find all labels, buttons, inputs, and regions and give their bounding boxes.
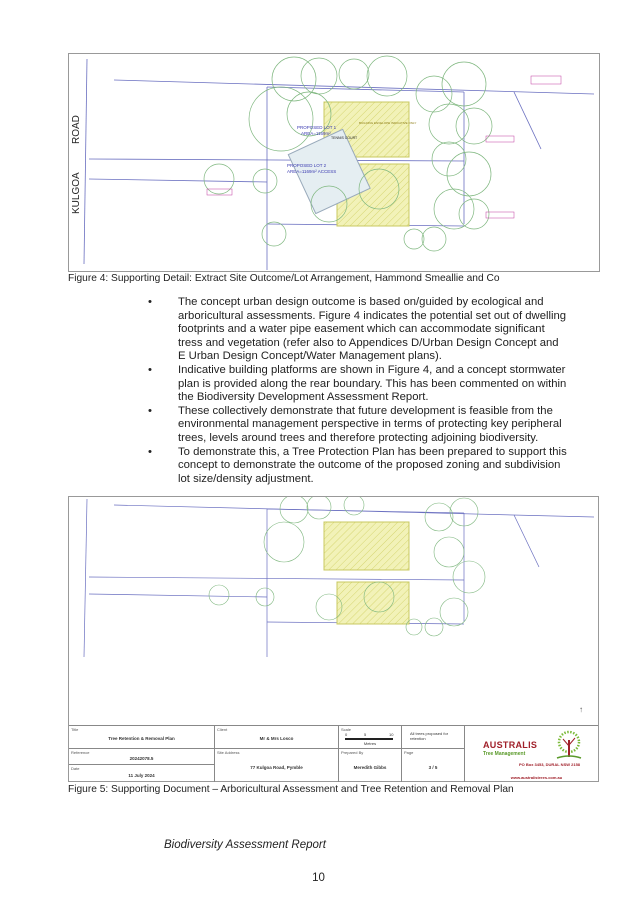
logo-web: www.australistrees.com.au [510, 775, 563, 780]
tree-logo-icon [556, 730, 582, 759]
scale-bar [345, 738, 393, 740]
title-block: Title Tree Retention & Removal Plan Refe… [69, 725, 598, 782]
site-label: Site Address [217, 750, 240, 755]
bullet-item: The concept urban design outcome is base… [148, 296, 568, 364]
report-title-footer: Biodiversity Assessment Report [164, 839, 326, 851]
page-cell: Page 3 / 5 [401, 749, 464, 782]
figure-5-caption: Figure 5: Supporting Document – Arboricu… [68, 784, 514, 795]
lot1-area: AREA=1169m² [301, 131, 331, 136]
reference-value: 20242078.5 [129, 755, 154, 761]
prepared-cell: Prepared By Meredith Gibbs [338, 749, 401, 782]
client-label: Client [217, 727, 228, 732]
lot2-area: AREA=1169m² ACCESS [287, 169, 336, 174]
reference-label: Reference [71, 750, 90, 755]
lot2-label: PROPOSED LOT 2 [287, 163, 327, 168]
note-cell: All trees proposed for retention [401, 726, 464, 749]
scale-unit: Metres [363, 741, 377, 746]
retention-note: All trees proposed for retention [410, 731, 449, 741]
site-value: 77 Kulgoa Road, Pymble [250, 764, 303, 770]
bullet-list: The concept urban design outcome is base… [148, 296, 568, 486]
bullet-item: To demonstrate this, a Tree Protection P… [148, 446, 568, 487]
scale-cell: Scale 0 5 10 Metres [338, 726, 401, 749]
road-label: ROAD [71, 115, 82, 144]
tree-plan-drawing: ↑ [83, 497, 595, 714]
page-number: 10 [312, 872, 325, 884]
title-cell: Title Tree Retention & Removal Plan [69, 726, 214, 749]
australis-logo-text: AUSTRALIS [483, 740, 538, 750]
bullet-item: These collectively demonstrate that futu… [148, 405, 568, 446]
date-label: Date [71, 766, 80, 771]
page-label: Page [404, 750, 414, 755]
svg-text:↑: ↑ [579, 705, 583, 714]
date-cell: Date 11 July 2024 [69, 765, 214, 782]
logo-address: PO Box 3453, DURAL NSW 2158 [518, 762, 581, 767]
client-value: Mr & Mrs Losco [259, 736, 294, 741]
scale-tick: 5 [364, 732, 367, 737]
site-plan-drawing: ROAD KULGOA PROPOSED LOT 1 AREA=1169m² P… [71, 55, 595, 270]
scale-tick: 10 [389, 732, 394, 737]
client-cell: Client Mr & Mrs Losco [214, 726, 338, 749]
figure-4-caption: Figure 4: Supporting Detail: Extract Sit… [68, 273, 500, 284]
title-value: Tree Retention & Removal Plan [108, 736, 175, 741]
tree-canopies [203, 55, 493, 252]
title-label: Title [71, 727, 79, 732]
bullet-item: Indicative building platforms are shown … [148, 364, 568, 405]
prepared-label: Prepared By [341, 750, 364, 755]
tennis-court-label: TENNIS COURT [331, 136, 358, 140]
envelope-label: BUILDING ENVELOPE INDICATIVE ONLY [359, 121, 416, 125]
figure-5-tree-plan: ↑ Title Tree Retention & Removal Plan Re… [68, 496, 599, 782]
annotations [206, 75, 562, 219]
site-cell: Site Address 77 Kulgoa Road, Pymble [214, 749, 338, 782]
prepared-value: Meredith Gibbs [353, 764, 387, 770]
kulgoa-label: KULGOA [71, 172, 82, 214]
logo-cell: AUSTRALIS Tree Management PO Box 3453, D… [464, 726, 598, 782]
reference-cell: Reference 20242078.5 [69, 749, 214, 765]
lot1-label: PROPOSED LOT 1 [297, 125, 337, 130]
date-value: 11 July 2024 [128, 772, 155, 778]
scale-label: Scale [341, 727, 352, 732]
scale-tick: 0 [345, 732, 348, 737]
page-value: 3 / 5 [428, 764, 438, 770]
logo-subtitle: Tree Management [483, 751, 526, 757]
figure-4-site-plan: ROAD KULGOA PROPOSED LOT 1 AREA=1169m² P… [68, 53, 600, 272]
